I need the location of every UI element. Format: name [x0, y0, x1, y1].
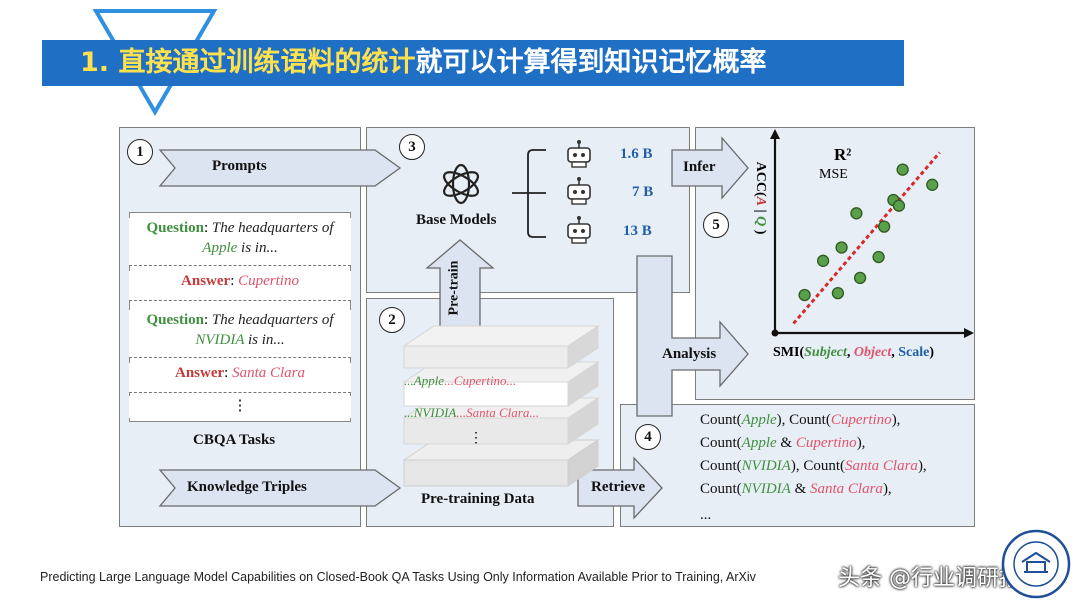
axis-origin [771, 329, 779, 337]
panel-counts [620, 404, 975, 527]
prompts-arrow [158, 149, 402, 187]
scatter-point [831, 286, 845, 300]
infer-label: Infer [683, 159, 716, 175]
count-line: Count(Apple & Cupertino), [700, 435, 866, 451]
university-seal-icon [1001, 529, 1071, 599]
scatter-point [853, 271, 867, 285]
scatter-point [892, 199, 906, 212]
analysis-arrow [636, 255, 749, 417]
openai-logo-icon [442, 163, 480, 205]
retrieve-arrow [577, 456, 663, 520]
answer-2: Answer: Santa Clara [129, 363, 351, 393]
prompts-label: Prompts [212, 158, 267, 174]
plot-x-label: SMI(Subject, Object, Scale) [773, 345, 935, 360]
title-rest: 就可以计算得到知识记忆概率 [415, 47, 767, 78]
pretraining-data-label: Pre-training Data [421, 491, 535, 507]
title-banner [42, 40, 904, 86]
step-2-badge: 2 [379, 307, 405, 333]
title-highlight: 1. 直接通过训练语料的统计 [80, 47, 416, 78]
scatter-point [835, 241, 848, 254]
robot-icon [567, 140, 591, 168]
data-more: ⋮ [469, 431, 483, 446]
analysis-label: Analysis [662, 346, 717, 362]
infer-arrow [671, 136, 749, 200]
footer-citation: Predicting Large Language Model Capabili… [40, 570, 756, 584]
qa-more: ⋮ [129, 396, 351, 418]
page-title: 1. 直接通过训练语料的统计就可以计算得到知识记忆概率 [80, 44, 766, 82]
pretrain-label: Pre-train [446, 260, 462, 316]
plot-mse-subtitle: MSE [819, 167, 848, 182]
scatter-point [798, 288, 811, 302]
data-line-1: ...Apple...Cupertino... [404, 373, 517, 388]
triples-arrow [158, 469, 402, 507]
answer-1: Answer: Cupertino [129, 271, 351, 301]
question-1: Question: The headquarters of Apple is i… [129, 218, 351, 266]
scatter-point [926, 178, 939, 191]
step-1-badge: 1 [127, 139, 153, 165]
count-line: Count(Apple), Count(Cupertino), [700, 412, 901, 428]
triples-label: Knowledge Triples [187, 479, 307, 495]
count-line: Count(NVIDIA & Santa Clara), [700, 481, 892, 497]
model-size-1: 1.6 B [620, 146, 653, 162]
step-5-badge: 5 [703, 212, 729, 238]
scatter-point [896, 163, 909, 176]
robot-icon [567, 177, 591, 205]
count-line: ... [700, 507, 712, 523]
scatter-point [850, 207, 863, 220]
model-size-3: 13 B [623, 223, 652, 239]
y-axis-arrowhead [770, 129, 780, 139]
robot-icon [567, 216, 591, 244]
scatter-plot [770, 129, 974, 338]
data-stack-icon [402, 325, 600, 487]
models-bracket [512, 149, 546, 238]
step-3-badge: 3 [399, 134, 425, 160]
scatter-point [872, 250, 885, 264]
count-line: Count(NVIDIA), Count(Santa Clara), [700, 458, 927, 474]
scatter-point [816, 254, 830, 267]
retrieve-label: Retrieve [591, 479, 646, 495]
trend-line [792, 151, 941, 325]
base-models-label: Base Models [416, 212, 497, 228]
step-4-badge: 4 [635, 424, 661, 450]
data-line-2: ...NVIDIA...Santa Clara... [404, 405, 540, 420]
x-axis-arrowhead [964, 328, 974, 338]
model-size-2: 7 B [632, 184, 654, 200]
cbqa-label: CBQA Tasks [193, 432, 276, 448]
question-2: Question: The headquarters of NVIDIA is … [129, 310, 351, 358]
scatter-point [877, 220, 891, 233]
plot-r2-title: R² [834, 145, 852, 164]
